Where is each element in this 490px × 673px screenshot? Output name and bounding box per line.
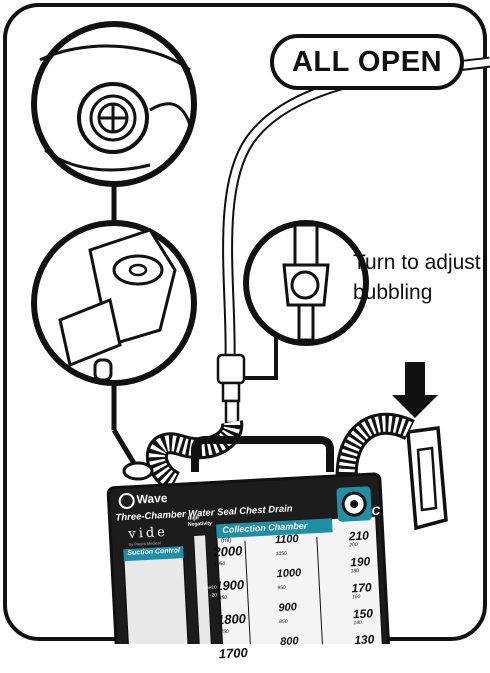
device-cap [124, 463, 152, 479]
all-open-label: ALL OPEN [272, 36, 462, 88]
hanger-hook [408, 428, 446, 528]
callout-circle-adjust-valve [246, 223, 366, 343]
diagram-canvas [0, 0, 490, 644]
suction-control-panel [123, 546, 189, 644]
callout-circle-clamp [34, 223, 194, 383]
scale-tick-label: 1700 [218, 645, 248, 661]
callout-circle-valve [34, 24, 194, 184]
turn-to-adjust-label: Turn to adjust bubbling [353, 248, 490, 308]
drain-device [108, 474, 389, 644]
